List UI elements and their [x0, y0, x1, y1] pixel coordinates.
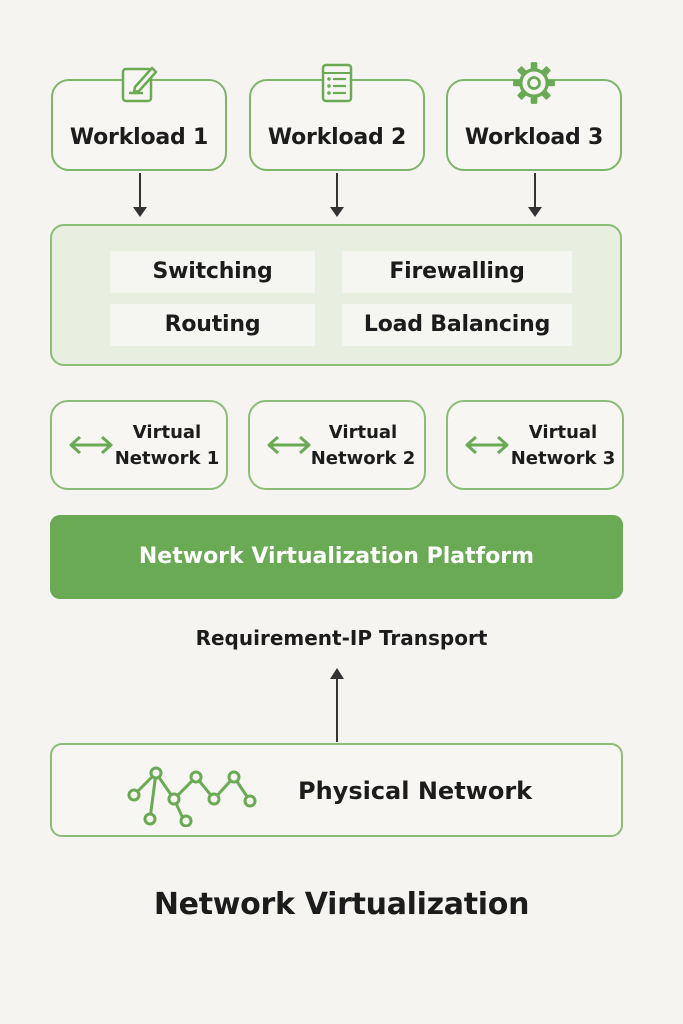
virtual-network-2-line1: Virtual — [328, 422, 398, 443]
physical-network-label: Physical Network — [298, 777, 533, 805]
service-switching: Switching — [110, 251, 315, 293]
virtual-network-3-line2: Network 3 — [510, 448, 616, 469]
workload-1-box: Workload 1 — [51, 66, 227, 171]
arrow-down-2 — [330, 173, 344, 217]
physical-network-box: Physical Network — [50, 743, 623, 837]
virtual-network-1-box: Virtual Network 1 — [50, 400, 228, 490]
arrow-down-1 — [133, 173, 147, 217]
workload-2-label: Workload 2 — [267, 125, 407, 150]
list-document-icon — [321, 63, 353, 103]
network-services-panel: Switching Firewalling Routing Load Balan… — [50, 224, 622, 366]
bidirectional-arrow-icon — [267, 435, 311, 455]
network-nodes-icon — [127, 766, 257, 827]
bidirectional-arrow-icon — [69, 435, 113, 455]
edit-document-icon — [121, 66, 158, 103]
workload-3-label: Workload 3 — [464, 125, 604, 150]
bidirectional-arrow-icon — [465, 435, 509, 455]
workload-3-box: Workload 3 — [446, 62, 622, 171]
arrow-down-3 — [528, 173, 542, 217]
arrow-up — [330, 668, 344, 742]
service-load-balancing: Load Balancing — [342, 304, 572, 346]
workload-1-label: Workload 1 — [69, 125, 209, 150]
service-routing: Routing — [110, 304, 315, 346]
virtual-network-1-line2: Network 1 — [114, 448, 220, 469]
virtual-network-2-box: Virtual Network 2 — [248, 400, 426, 490]
virtual-network-2-line2: Network 2 — [310, 448, 416, 469]
virtual-network-3-line1: Virtual — [528, 422, 598, 443]
network-virtualization-platform-bar: Network Virtualization Platform — [50, 515, 623, 599]
transport-label: Requirement-IP Transport — [195, 626, 488, 650]
diagram-caption: Network Virtualization — [153, 887, 530, 922]
virtual-network-1-line1: Virtual — [132, 422, 202, 443]
workload-2-box: Workload 2 — [249, 63, 425, 171]
service-firewalling: Firewalling — [342, 251, 572, 293]
virtual-network-3-box: Virtual Network 3 — [446, 400, 624, 490]
gear-icon — [513, 62, 555, 104]
